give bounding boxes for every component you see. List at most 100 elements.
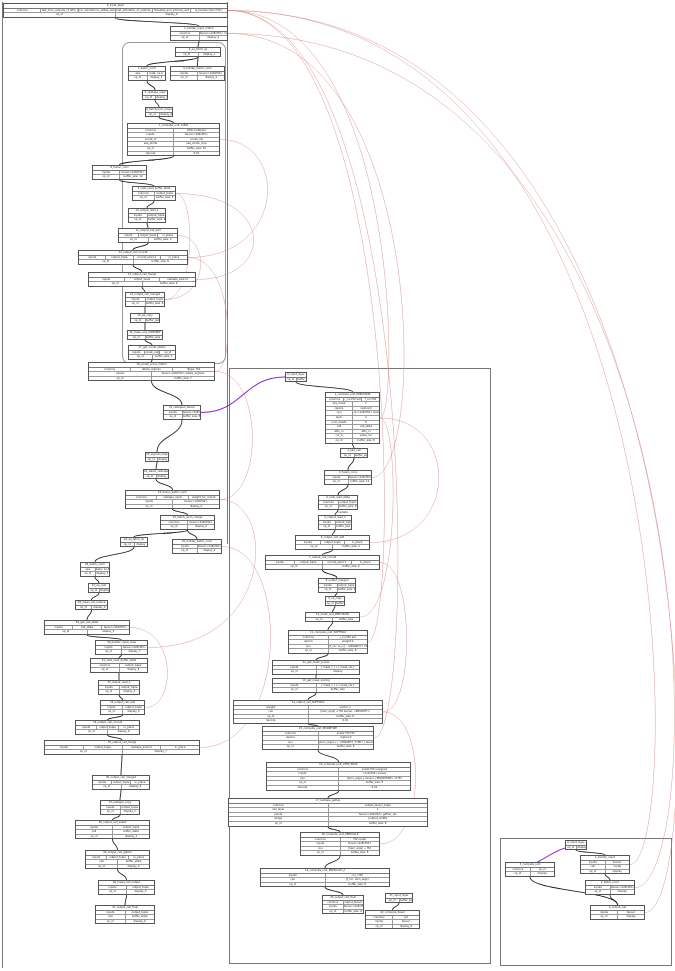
node-field: op_id (79, 260, 134, 264)
edge-label: update (174, 59, 184, 63)
node-field: columns (128, 128, 174, 133)
graph-node[interactable]: 19_reshaped_tensorinputstensor<4x8xf32>o… (163, 405, 201, 420)
node-field: value_cur (359, 434, 373, 438)
node-field: display_2 (123, 810, 136, 814)
node-field: op_id (121, 542, 135, 547)
node-field: inputs (96, 645, 122, 650)
graph-node[interactable]: 17_get_vocab_statusinputsvocab_outputop_… (128, 345, 176, 360)
node-title: 10_mask_and_PRECISION (306, 613, 359, 618)
node-field: inputs (93, 780, 112, 785)
node-field: op_id (301, 851, 341, 855)
node-field: op_id (96, 650, 122, 654)
node-field: op_id (129, 355, 153, 359)
node-field: output_tuple (336, 520, 351, 524)
node-field: inputs (76, 725, 98, 730)
node-title: 5_output_read_1 (319, 516, 351, 521)
node-field: cpu (267, 776, 339, 781)
node-field: tensor<4x8xf32> gather_idx (358, 812, 397, 816)
node-title: 3_batch_norm (129, 67, 165, 72)
